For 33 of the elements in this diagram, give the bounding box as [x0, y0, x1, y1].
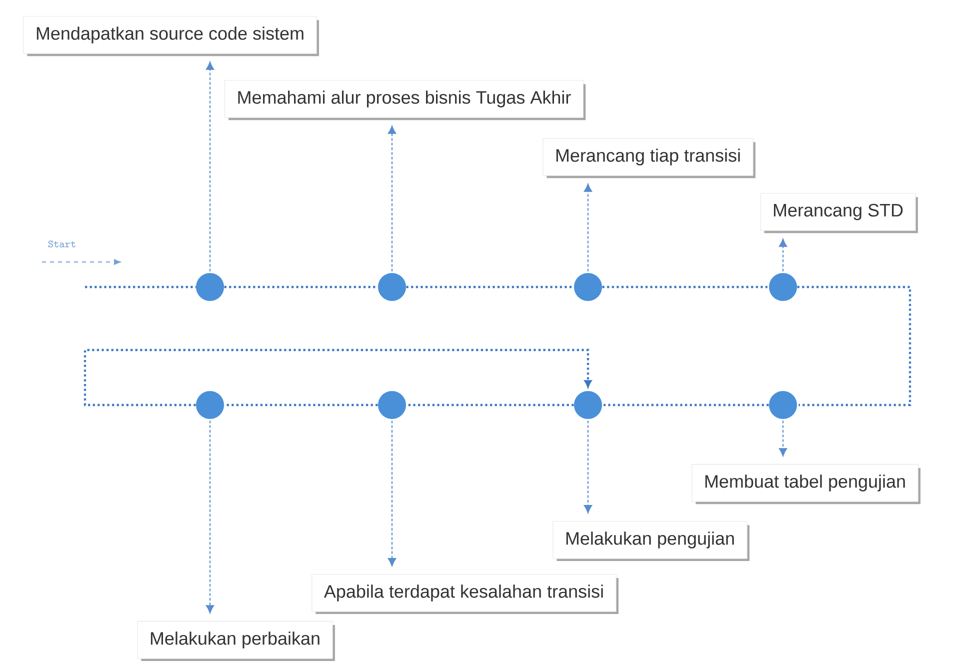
timeline-line: [604, 404, 769, 406]
milestone-dot: [378, 391, 406, 419]
label-box: Mendapatkan source code sistem: [23, 16, 319, 56]
timeline-line: [797, 286, 912, 406]
label-box: Melakukan pengujian: [552, 521, 750, 562]
arrow: [584, 420, 592, 514]
milestone-dot: [769, 391, 797, 419]
milestone-dot: [196, 391, 224, 419]
label-box: Apabila terdapat kesalahan transisi: [312, 574, 618, 614]
arrow: [584, 184, 592, 272]
milestone-dot: [378, 273, 406, 301]
label-box: Membuat tabel pengujian: [692, 464, 920, 504]
arrow: [206, 62, 214, 272]
timeline-line: [226, 404, 378, 406]
arrow: [778, 420, 788, 456]
milestone-dot: [769, 273, 797, 301]
arrow: [84, 348, 592, 406]
arrow: [778, 238, 788, 272]
label-box: Merancang tiap transisi: [542, 138, 756, 178]
timeline-line: [224, 286, 376, 288]
label-box: Melakukan perbaikan: [137, 621, 335, 662]
milestone-dot: [574, 391, 602, 419]
arrow: [388, 126, 396, 272]
start-label: Start: [48, 240, 76, 248]
timeline-line: [406, 286, 572, 288]
label-box: Merancang STD: [760, 193, 918, 234]
milestone-dot: [574, 273, 602, 301]
milestone-dot: [196, 273, 224, 301]
arrow: [206, 420, 214, 614]
timeline-line: [408, 404, 574, 406]
label-box: Memahami alur proses bisnis Tugas Akhir: [224, 80, 586, 120]
timeline-line: [602, 286, 768, 288]
arrow: [388, 420, 396, 566]
